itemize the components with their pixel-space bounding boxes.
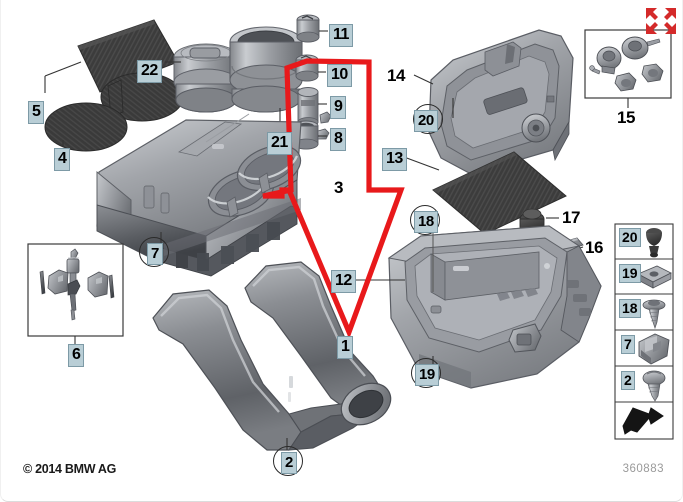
- legend-number-2[interactable]: 2: [621, 371, 635, 390]
- legend-number-19[interactable]: 19: [619, 264, 641, 283]
- expand-arrows-icon[interactable]: [644, 6, 678, 36]
- copyright-notice: © 2014 BMW AG: [23, 462, 117, 476]
- callout-18-ring: [410, 205, 440, 235]
- callout-22[interactable]: 22: [137, 60, 162, 83]
- callout-7[interactable]: 7: [147, 243, 163, 265]
- callout-4[interactable]: 4: [54, 148, 71, 171]
- fastener-legend-graphics: [614, 223, 674, 440]
- callout-6[interactable]: 6: [68, 344, 85, 367]
- red-arrow-annotation: [262, 58, 405, 340]
- part-ashtray-insert: [296, 14, 328, 43]
- part-repair-kit-clips-box: [27, 243, 124, 344]
- callout-7-ring: [139, 237, 169, 267]
- rivet-icon: [646, 228, 662, 258]
- callout-2[interactable]: 2: [281, 452, 297, 474]
- callout-15[interactable]: 15: [617, 108, 635, 127]
- part-air-duct-assembly: [152, 261, 392, 451]
- callout-13[interactable]: 13: [382, 148, 407, 171]
- callout-3[interactable]: 3: [334, 178, 343, 197]
- spring-clip-icon: [638, 333, 670, 365]
- callout-16[interactable]: 16: [585, 238, 603, 257]
- legend-number-18[interactable]: 18: [619, 299, 641, 318]
- part-rubber-mat-rear: [403, 151, 567, 235]
- part-centre-console-upper: [96, 113, 302, 277]
- callout-20[interactable]: 20: [414, 110, 438, 132]
- callout-9[interactable]: 9: [330, 96, 347, 119]
- callout-1[interactable]: 1: [337, 336, 354, 359]
- part-socket-repair-kit-box: [584, 29, 672, 108]
- callout-2-ring: [273, 446, 303, 476]
- bent-arrow-icon: [622, 407, 664, 435]
- part-cup-holder-mechanism: [297, 87, 332, 127]
- callout-10[interactable]: 10: [327, 64, 352, 87]
- callout-18[interactable]: 18: [414, 211, 438, 233]
- part-rubber-mat-round-pair: [44, 72, 184, 152]
- part-rear-console-housing: [413, 29, 574, 175]
- part-rubber-mat-strip: [44, 19, 179, 93]
- callout-19-ring: [411, 358, 441, 388]
- legend-number-7[interactable]: 7: [621, 335, 635, 354]
- callout-12[interactable]: 12: [331, 270, 356, 293]
- callout-19[interactable]: 19: [415, 364, 439, 386]
- square-nut-icon: [637, 265, 672, 289]
- callout-11[interactable]: 11: [329, 24, 353, 47]
- callout-17[interactable]: 17: [562, 208, 580, 227]
- callout-8[interactable]: 8: [330, 128, 347, 151]
- legend-number-20[interactable]: 20: [619, 228, 641, 247]
- callout-21[interactable]: 21: [267, 132, 292, 155]
- callout-5[interactable]: 5: [28, 101, 45, 124]
- pan-screw-icon: [642, 299, 666, 330]
- part-cup-holder-ring: [229, 26, 303, 132]
- oval-screw-icon: [642, 370, 666, 402]
- part-ashtray-with-lid: [165, 43, 239, 113]
- callout-14[interactable]: 14: [387, 66, 405, 85]
- part-storage-tray: [344, 225, 602, 389]
- callout-20-ring: [413, 104, 443, 134]
- drawing-number: 360883: [622, 463, 664, 475]
